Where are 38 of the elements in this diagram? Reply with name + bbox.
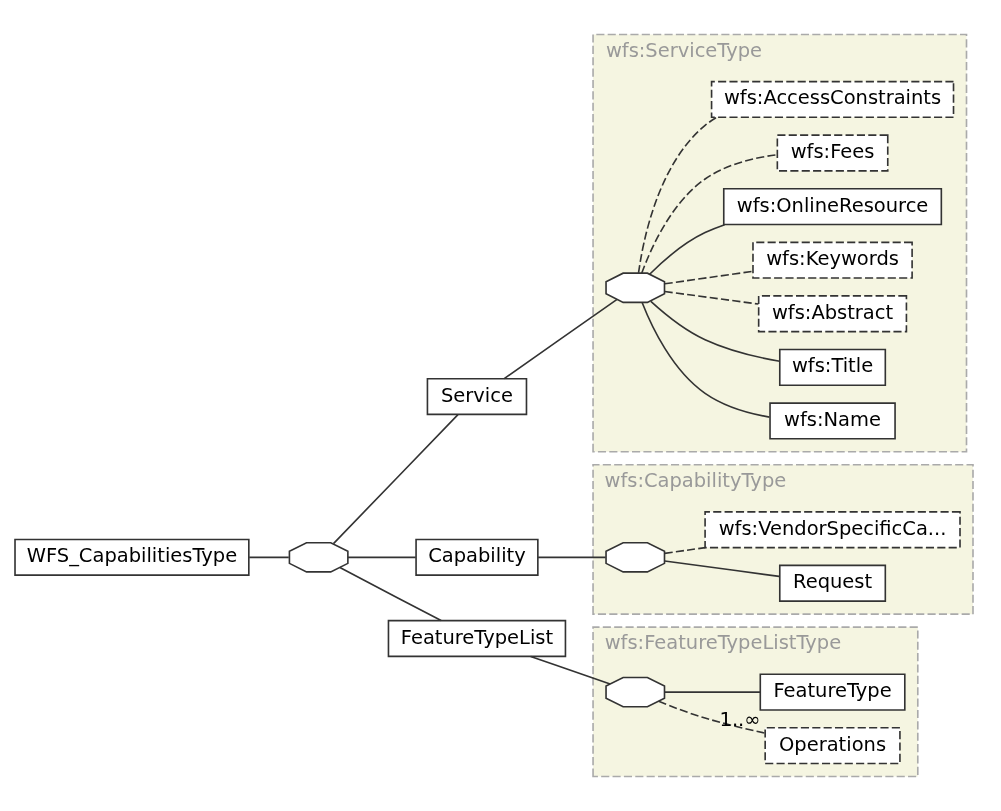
connector	[663, 691, 761, 693]
connector	[248, 556, 290, 559]
node-box: FeatureTypeList	[387, 619, 567, 658]
connector	[637, 116, 718, 274]
node-box: wfs:Fees	[776, 134, 889, 172]
connector	[641, 301, 771, 418]
connector	[347, 556, 417, 559]
connector	[332, 413, 459, 545]
connector	[339, 566, 442, 622]
node-label: 1..∞	[719, 707, 761, 731]
node-box: wfs:VendorSpecificCa...	[704, 511, 961, 549]
node-octagon	[288, 541, 349, 573]
node-box: wfs:OnlineResource	[722, 187, 943, 226]
connector	[529, 655, 611, 685]
node-box: Service	[426, 377, 528, 416]
node-box: wfs:Title	[778, 348, 887, 386]
connector	[663, 290, 760, 305]
node-box: wfs:Name	[769, 402, 896, 440]
node-box: Request	[778, 564, 887, 602]
node-box: wfs:AccessConstraints	[710, 80, 955, 119]
connector	[503, 298, 618, 380]
node-box: WFS_CapabilitiesType	[14, 538, 250, 576]
connector	[663, 560, 780, 578]
connector	[650, 300, 781, 363]
node-octagon	[605, 272, 666, 304]
node-octagon	[605, 541, 666, 573]
connector	[537, 556, 607, 559]
connector	[663, 546, 707, 555]
node-box: wfs:Keywords	[752, 241, 913, 279]
connector	[657, 700, 766, 734]
node-box: wfs:Abstract	[757, 295, 908, 333]
node-octagon	[605, 676, 666, 708]
connector	[648, 223, 726, 276]
connector	[640, 153, 778, 274]
node-box: Capability	[415, 538, 539, 576]
node-box: Operations	[764, 727, 901, 765]
connector	[663, 270, 754, 285]
node-box: FeatureType	[759, 673, 906, 711]
